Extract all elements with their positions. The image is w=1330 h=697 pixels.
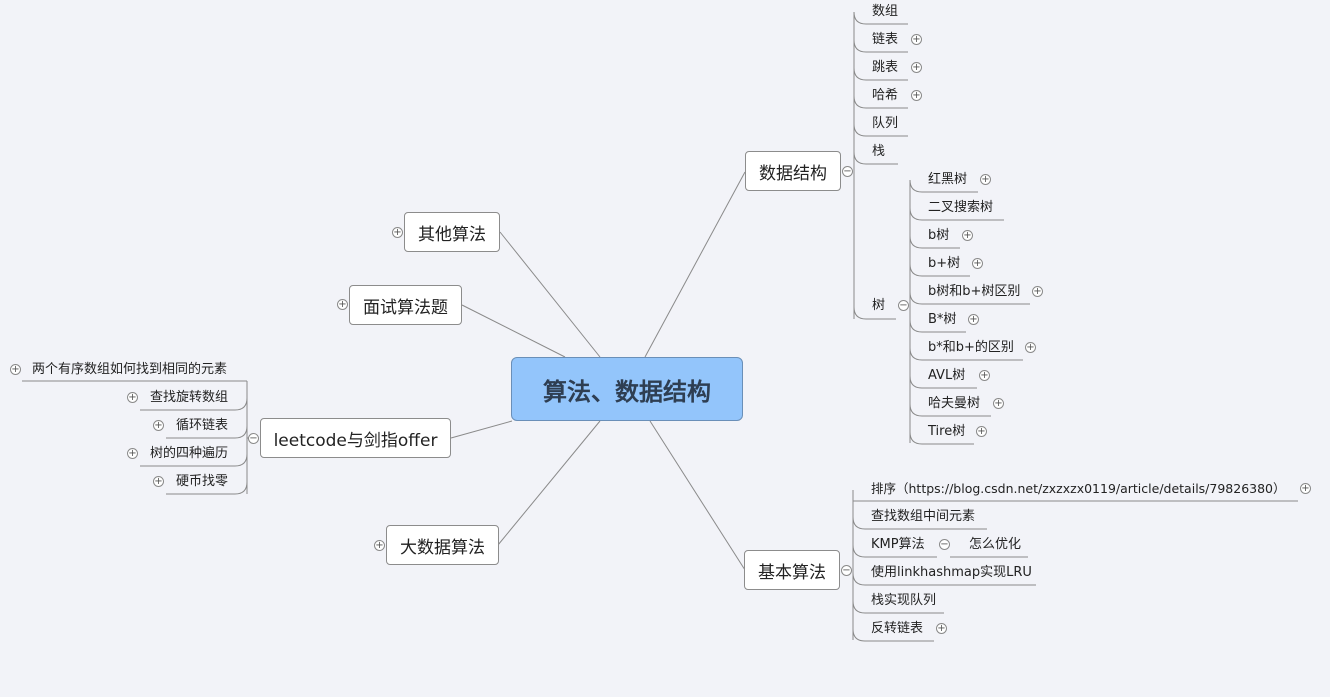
ds-item-tree[interactable]: 树 <box>872 298 886 313</box>
topic-other-algorithms[interactable]: 其他算法 <box>404 212 500 252</box>
expand-icon[interactable]: + <box>911 62 922 73</box>
tree-item[interactable]: Tire树 <box>928 424 966 439</box>
expand-icon[interactable]: + <box>153 420 164 431</box>
tree-item[interactable]: b树 <box>928 228 950 243</box>
collapse-icon[interactable]: − <box>842 166 853 177</box>
expand-icon[interactable]: + <box>911 34 922 45</box>
expand-icon[interactable]: + <box>980 174 991 185</box>
basic-item[interactable]: 反转链表 <box>871 621 924 636</box>
expand-icon[interactable]: + <box>337 299 348 310</box>
leetcode-item[interactable]: 树的四种遍历 <box>150 446 229 461</box>
expand-icon[interactable]: + <box>936 623 947 634</box>
tree-item[interactable]: AVL树 <box>928 368 966 383</box>
basic-item[interactable]: 使用linkhashmap实现LRU <box>871 565 1032 580</box>
expand-icon[interactable]: + <box>153 476 164 487</box>
topic-data-structures[interactable]: 数据结构 <box>745 151 841 191</box>
ds-item-hash[interactable]: 哈希 <box>872 88 899 103</box>
basic-item[interactable]: 查找数组中间元素 <box>871 509 976 524</box>
expand-icon[interactable]: + <box>911 90 922 101</box>
expand-icon[interactable]: + <box>976 426 987 437</box>
basic-item-kmp[interactable]: KMP算法 <box>871 537 925 552</box>
central-topic[interactable]: 算法、数据结构 <box>511 357 743 421</box>
topic-big-data[interactable]: 大数据算法 <box>386 525 499 565</box>
ds-item-stack[interactable]: 栈 <box>872 144 886 159</box>
expand-icon[interactable]: + <box>127 448 138 459</box>
collapse-icon[interactable]: − <box>898 300 909 311</box>
tree-item[interactable]: b树和b+树区别 <box>928 284 1021 299</box>
expand-icon[interactable]: + <box>1025 342 1036 353</box>
collapse-icon[interactable]: − <box>248 433 259 444</box>
ds-item-array[interactable]: 数组 <box>872 4 899 19</box>
expand-icon[interactable]: + <box>993 398 1004 409</box>
ds-item-skip-list[interactable]: 跳表 <box>872 60 899 75</box>
leetcode-item[interactable]: 两个有序数组如何找到相同的元素 <box>32 362 228 377</box>
tree-item[interactable]: B*树 <box>928 312 957 327</box>
expand-icon[interactable]: + <box>972 258 983 269</box>
expand-icon[interactable]: + <box>1300 483 1311 494</box>
tree-item[interactable]: b*和b+的区别 <box>928 340 1014 355</box>
leetcode-item[interactable]: 查找旋转数组 <box>150 390 229 405</box>
central-topic-label: 算法、数据结构 <box>543 377 711 406</box>
collapse-icon[interactable]: − <box>841 565 852 576</box>
topic-basic-algorithms[interactable]: 基本算法 <box>744 550 840 590</box>
tree-item[interactable]: b+树 <box>928 256 961 271</box>
expand-icon[interactable]: + <box>1032 286 1043 297</box>
expand-icon[interactable]: + <box>127 392 138 403</box>
collapse-icon[interactable]: − <box>939 539 950 550</box>
basic-item[interactable]: 栈实现队列 <box>871 593 937 608</box>
expand-icon[interactable]: + <box>10 364 21 375</box>
expand-icon[interactable]: + <box>374 540 385 551</box>
ds-item-linked-list[interactable]: 链表 <box>872 32 899 47</box>
tree-item[interactable]: 哈夫曼树 <box>928 396 981 411</box>
ds-item-queue[interactable]: 队列 <box>872 116 899 131</box>
topic-leetcode[interactable]: leetcode与剑指offer <box>260 418 451 458</box>
leetcode-item[interactable]: 循环链表 <box>176 418 229 433</box>
tree-item[interactable]: 红黑树 <box>928 172 968 187</box>
expand-icon[interactable]: + <box>979 370 990 381</box>
tree-item[interactable]: 二叉搜索树 <box>928 200 994 215</box>
leetcode-item[interactable]: 硬币找零 <box>176 474 229 489</box>
expand-icon[interactable]: + <box>392 227 403 238</box>
topic-interview-questions[interactable]: 面试算法题 <box>349 285 462 325</box>
kmp-child-optimize[interactable]: 怎么优化 <box>969 537 1022 552</box>
expand-icon[interactable]: + <box>968 314 979 325</box>
basic-item-sort[interactable]: 排序（https://blog.csdn.net/zxzxzx0119/arti… <box>871 481 1286 496</box>
expand-icon[interactable]: + <box>962 230 973 241</box>
